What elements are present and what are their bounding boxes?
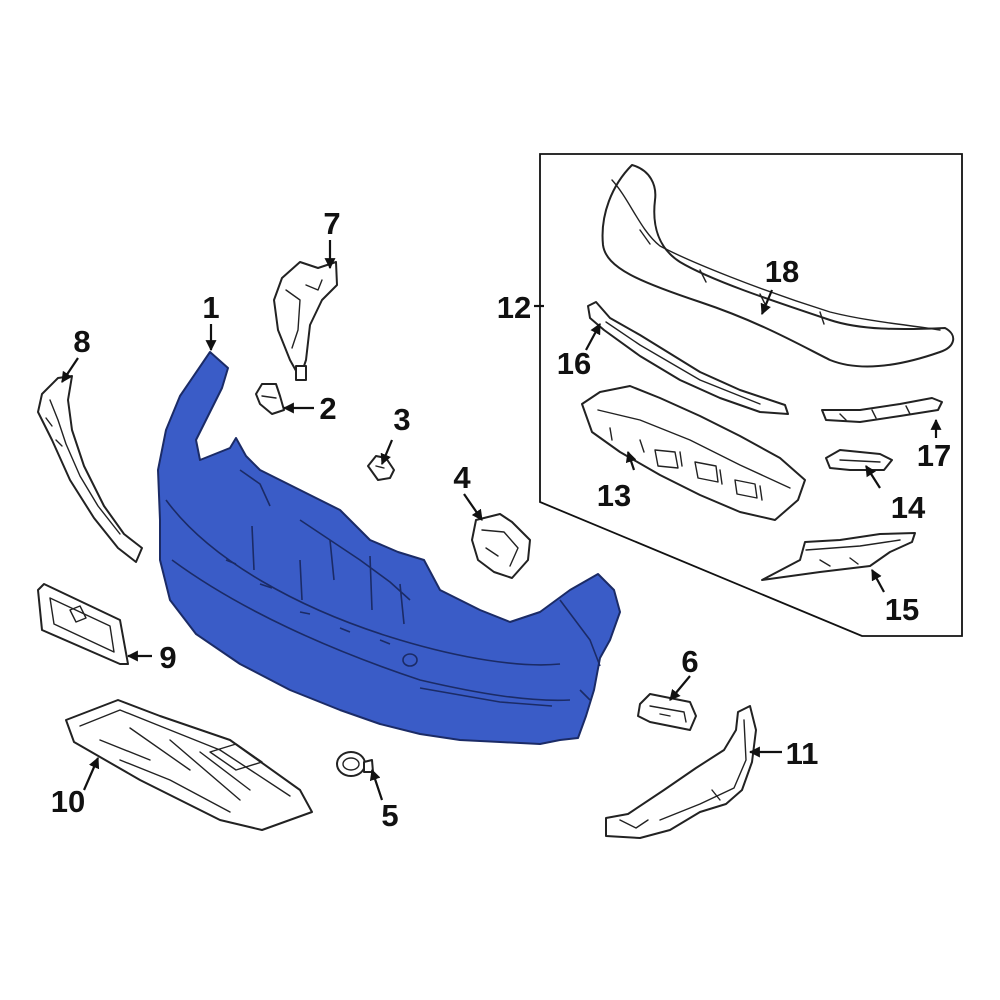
part-8-side-trim[interactable] bbox=[37, 375, 143, 563]
part-15-lower-deflector[interactable] bbox=[761, 532, 916, 581]
callout-7: 7 bbox=[323, 206, 340, 241]
part-1-bumper-cover[interactable] bbox=[157, 351, 621, 745]
callout-numbers: 1 2 3 4 5 6 7 8 9 10 11 12 13 14 15 16 1… bbox=[51, 206, 951, 833]
part-4-bracket[interactable] bbox=[471, 513, 531, 579]
part-13-absorber[interactable] bbox=[581, 385, 806, 521]
part-9-license-bracket[interactable] bbox=[37, 583, 129, 665]
part-17-bracket-strip[interactable] bbox=[821, 397, 943, 423]
callout-17: 17 bbox=[917, 438, 951, 473]
part-2-clip[interactable] bbox=[255, 383, 285, 415]
group-12-frame bbox=[539, 153, 963, 637]
callout-10: 10 bbox=[51, 784, 85, 819]
callout-13: 13 bbox=[597, 478, 631, 513]
callout-11: 11 bbox=[786, 736, 819, 771]
part-5-grommet[interactable] bbox=[336, 751, 374, 777]
part-6-bracket[interactable] bbox=[637, 693, 697, 731]
callout-16: 16 bbox=[557, 346, 591, 381]
part-18-upper-cover[interactable] bbox=[601, 164, 955, 368]
callout-3: 3 bbox=[393, 402, 410, 437]
part-14-side-bracket[interactable] bbox=[825, 449, 893, 471]
callout-1: 1 bbox=[202, 290, 219, 325]
part-3-clip[interactable] bbox=[367, 455, 395, 481]
callout-9: 9 bbox=[159, 640, 176, 675]
callout-14: 14 bbox=[891, 490, 926, 525]
part-16-upper-molding[interactable] bbox=[587, 301, 789, 415]
callout-4: 4 bbox=[453, 460, 471, 495]
callout-8: 8 bbox=[73, 324, 90, 359]
callout-15: 15 bbox=[885, 592, 919, 627]
callout-5: 5 bbox=[381, 798, 398, 833]
part-10-under-cover[interactable] bbox=[65, 699, 313, 831]
callout-2: 2 bbox=[319, 391, 336, 426]
part-7-bracket[interactable] bbox=[273, 261, 338, 381]
leader-lines bbox=[61, 240, 942, 801]
callout-12: 12 bbox=[497, 290, 531, 325]
callout-6: 6 bbox=[681, 644, 698, 679]
callout-18: 18 bbox=[765, 254, 799, 289]
